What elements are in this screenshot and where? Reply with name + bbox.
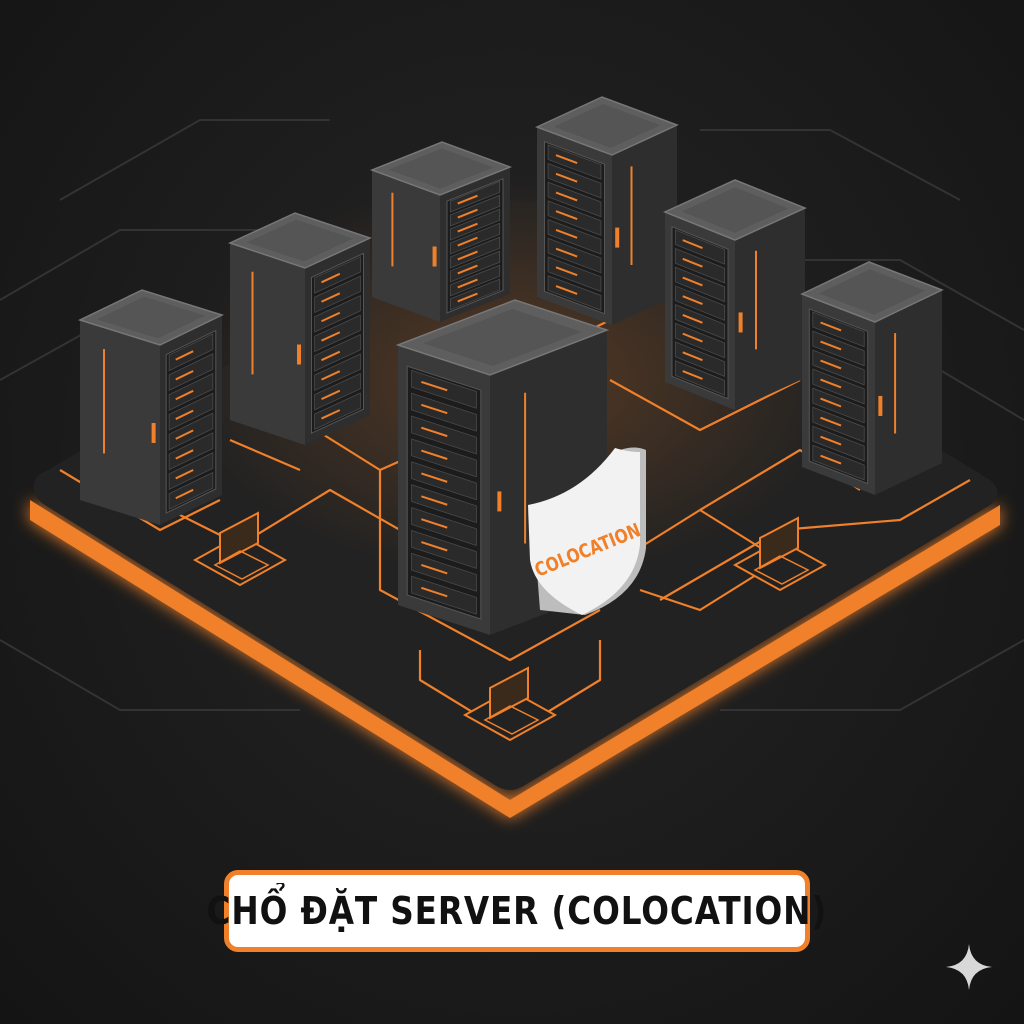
shield-icon: COLOCATION — [528, 447, 646, 615]
rack-led — [820, 454, 842, 465]
circuit-line — [720, 639, 1024, 711]
circuit-line — [0, 639, 300, 711]
server-rack-icon — [77, 289, 225, 525]
handle — [497, 491, 502, 512]
rack-led — [820, 321, 842, 332]
rack-led — [175, 469, 194, 480]
rack-led — [820, 435, 842, 446]
rack-led — [421, 495, 448, 506]
rack-led — [421, 472, 448, 483]
circuit-trace — [229, 438, 301, 472]
rack-led — [321, 350, 341, 362]
server-rack-icon — [369, 141, 513, 322]
server-rack-icon — [800, 261, 944, 495]
rack-led — [555, 191, 578, 202]
circuit-line — [59, 119, 330, 201]
laptop-icon — [192, 511, 288, 587]
handle — [432, 246, 437, 267]
rack-led — [682, 332, 703, 343]
sparkle-icon — [946, 944, 992, 990]
circuit-line — [700, 129, 961, 201]
rack-led — [555, 266, 578, 277]
rack-led — [457, 222, 478, 233]
rack-led — [321, 272, 341, 284]
rack-led — [175, 488, 194, 500]
rack-led — [555, 210, 578, 221]
rack-led — [820, 378, 842, 389]
rack-led — [820, 359, 842, 370]
handle — [151, 423, 156, 443]
rack-led — [321, 331, 341, 342]
rack-led — [682, 313, 703, 324]
background-circuit-lines — [0, 119, 1024, 711]
circuit-trace — [378, 470, 601, 662]
circuit-traces — [59, 304, 971, 737]
server-rack-icon — [535, 96, 679, 325]
rack-led — [457, 278, 478, 289]
laptops — [192, 511, 828, 742]
rack-led — [682, 370, 703, 380]
rack-led — [457, 264, 478, 275]
rack-led — [321, 409, 341, 420]
circuit-line — [0, 229, 260, 301]
rack-led — [175, 449, 194, 460]
rack-led — [175, 370, 194, 381]
circuit-line — [939, 369, 1024, 421]
rack-led — [421, 380, 448, 392]
circuit-trace — [609, 379, 801, 432]
rack-led — [555, 285, 578, 295]
rack-led — [820, 416, 842, 427]
handle — [738, 312, 743, 333]
rack-led — [555, 154, 578, 164]
laptop-icon — [732, 516, 828, 592]
rack-led — [321, 389, 341, 401]
rack-led — [175, 389, 194, 401]
rack-led — [682, 276, 703, 287]
rack-led — [321, 370, 341, 381]
rack-led — [421, 586, 448, 598]
rack-led — [820, 340, 842, 351]
rack-led — [421, 518, 448, 529]
rack-led — [175, 429, 194, 440]
rack-led — [321, 292, 341, 303]
rack-led — [421, 403, 448, 415]
rack-led — [321, 311, 341, 323]
handle — [297, 344, 301, 365]
rack-led — [421, 563, 448, 575]
rack-led — [820, 397, 842, 408]
rack-led — [421, 541, 448, 552]
server-rack-icon — [227, 212, 373, 445]
laptop-icon — [462, 666, 558, 742]
handle — [615, 227, 620, 248]
rack-led — [682, 295, 703, 306]
rack-led — [421, 426, 448, 438]
server-rack-icon — [663, 179, 807, 410]
rack-led — [175, 409, 194, 420]
rack-led — [457, 292, 478, 303]
rack-led — [457, 250, 478, 261]
rack-led — [682, 239, 703, 249]
caption-banner: CHỔ ĐẶT SERVER (COLOCATION) — [207, 870, 826, 952]
rack-led — [682, 351, 703, 362]
rack-led — [457, 208, 478, 219]
circuit-line — [0, 329, 91, 381]
servers — [77, 96, 944, 635]
rack-led — [555, 172, 578, 183]
rack-led — [457, 194, 478, 205]
circuit-line — [780, 259, 1024, 331]
rack-led — [682, 257, 703, 268]
rack-led — [421, 449, 448, 460]
handle — [878, 395, 883, 416]
circuit-trace — [639, 559, 781, 612]
circuit-trace — [659, 479, 971, 601]
rack-led — [555, 228, 578, 239]
rack-led — [175, 350, 194, 361]
caption-title: CHỔ ĐẶT SERVER (COLOCATION) — [206, 889, 828, 933]
rack-led — [457, 236, 478, 247]
rack-led — [555, 247, 578, 258]
